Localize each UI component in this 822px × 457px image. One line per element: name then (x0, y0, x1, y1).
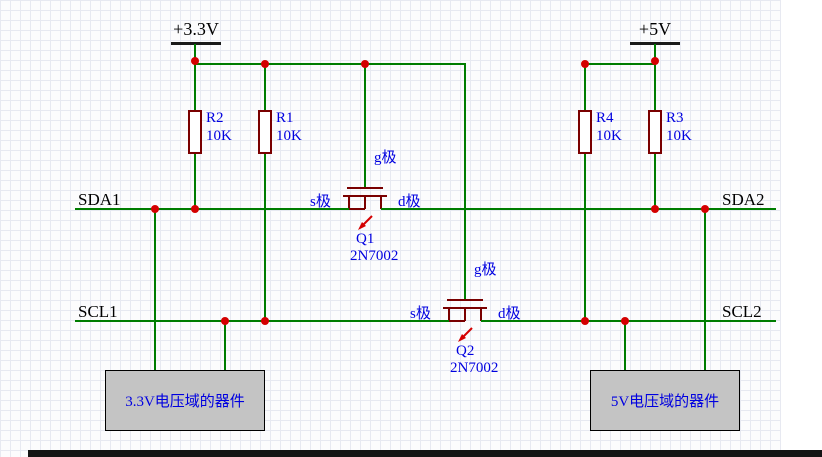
resistor-r2-value: 10K (206, 128, 232, 144)
wire-r2-top (194, 64, 196, 110)
wire-sda1 (75, 208, 336, 210)
wire-5v-drop (654, 44, 656, 64)
q2-source-label: s极 (410, 306, 431, 322)
right-margin (781, 0, 822, 457)
junction-dot (621, 317, 629, 325)
wire-5v-bus (584, 63, 656, 65)
junction-dot (151, 205, 159, 213)
wire-r4-top (584, 64, 586, 110)
resistor-r1-symbol (258, 110, 272, 154)
resistor-r4-value: 10K (596, 128, 622, 144)
q2-drain-label: d极 (498, 306, 521, 322)
net-label-scl2: SCL2 (722, 302, 762, 321)
junction-dot (651, 57, 659, 65)
q2-part: 2N7002 (450, 360, 499, 376)
power-bar-5v (630, 42, 680, 45)
power-label-5v: +5V (638, 19, 672, 39)
resistor-r3-ref: R3 (666, 110, 684, 126)
wire-r1-top (264, 64, 266, 110)
q1-drain-label: d极 (398, 194, 421, 210)
wire-q1-gate-feed (364, 64, 366, 188)
q2-ref: Q2 (456, 343, 475, 359)
net-label-sda2: SDA2 (722, 190, 765, 209)
wire-block1-scl1 (224, 321, 226, 370)
junction-dot (361, 60, 369, 68)
resistor-r1-ref: R1 (276, 110, 294, 126)
device-block-5v: 5V电压域的器件 (590, 370, 740, 431)
resistor-r3-symbol (648, 110, 662, 154)
wire-r4-bottom (584, 154, 586, 321)
wire-r1-bottom (264, 154, 266, 321)
wire-block2-scl2 (624, 321, 626, 370)
power-label-3v3: +3.3V (173, 19, 219, 39)
power-bar-3v3 (171, 42, 221, 45)
junction-dot (701, 205, 709, 213)
wire-block1-sda1 (154, 209, 156, 370)
junction-dot (191, 205, 199, 213)
q2-gate-label: g极 (474, 262, 497, 278)
junction-dot (581, 60, 589, 68)
resistor-r4-symbol (578, 110, 592, 154)
junction-dot (581, 317, 589, 325)
q1-gate-label: g极 (374, 150, 397, 166)
resistor-r2-symbol (188, 110, 202, 154)
junction-dot (651, 205, 659, 213)
body-diode-arrow (462, 327, 473, 338)
junction-dot (261, 317, 269, 325)
device-block-3v3: 3.3V电压域的器件 (105, 370, 265, 431)
junction-dot (191, 57, 199, 65)
body-diode-arrow (362, 215, 373, 226)
wire-block2-sda2 (704, 209, 706, 370)
resistor-r4-ref: R4 (596, 110, 614, 126)
net-label-scl1: SCL1 (78, 302, 118, 321)
wire-r2-bottom (194, 154, 196, 209)
mosfet-q2-symbol (435, 299, 495, 342)
mosfet-q1-symbol (335, 187, 395, 230)
junction-dot (261, 60, 269, 68)
wire-r3-bottom (654, 154, 656, 209)
resistor-r2-ref: R2 (206, 110, 224, 126)
wire-q2-gate-feed (464, 64, 466, 300)
wire-r3-top (654, 64, 656, 110)
q1-source-label: s极 (310, 194, 331, 210)
junction-dot (221, 317, 229, 325)
wire-3v3-bus (194, 63, 466, 65)
resistor-r1-value: 10K (276, 128, 302, 144)
resistor-r3-value: 10K (666, 128, 692, 144)
wire-scl2 (494, 320, 776, 322)
q1-ref: Q1 (356, 231, 375, 247)
wire-scl1 (75, 320, 436, 322)
wire-3v3-drop (194, 44, 196, 64)
net-label-sda1: SDA1 (78, 190, 121, 209)
q1-part: 2N7002 (350, 248, 399, 264)
bottom-edge-bar (28, 450, 822, 457)
